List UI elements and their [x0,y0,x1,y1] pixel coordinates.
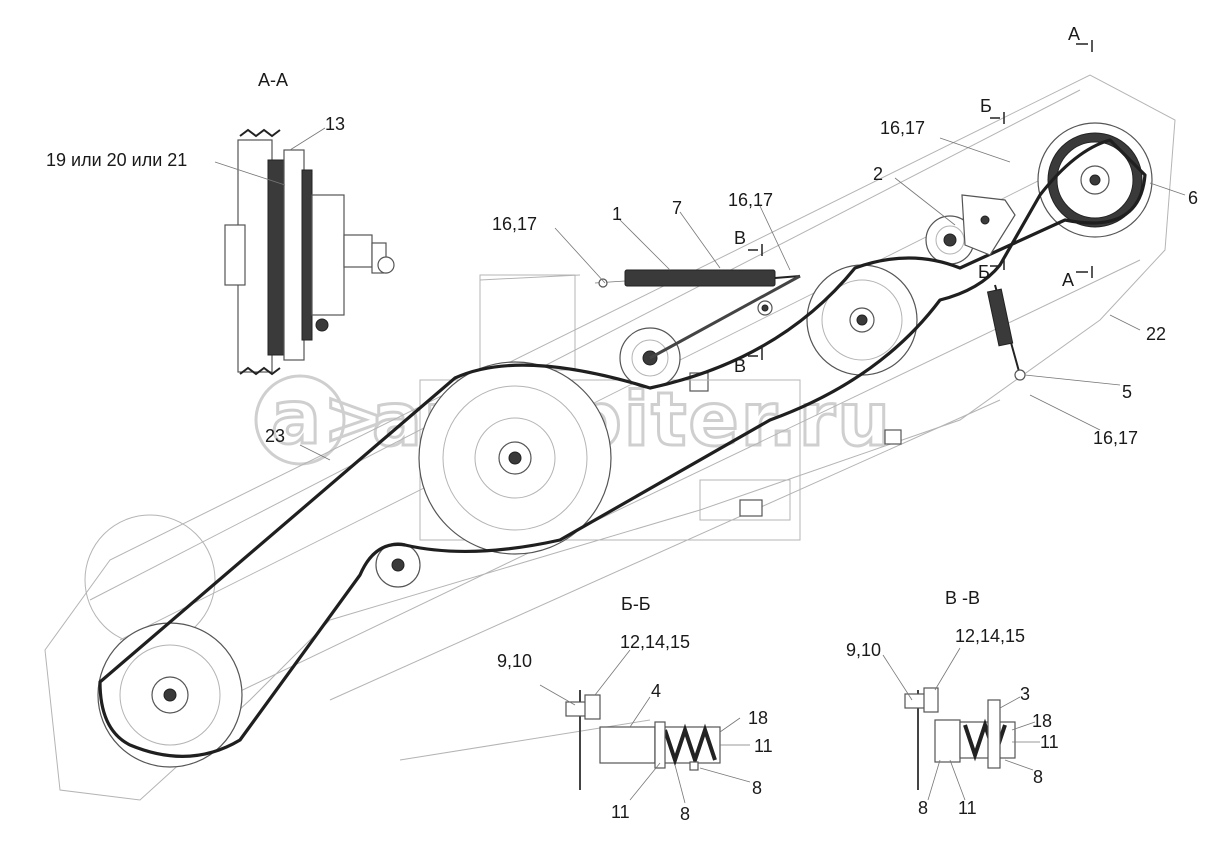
vv-callout-11-b: 11 [958,798,977,818]
callout-7: 7 [672,198,682,218]
tensioner-bracket [961,194,1016,256]
pulley-center-large [418,361,612,555]
leader-lines [214,127,1186,804]
bb-callout-18: 18 [748,708,768,728]
watermark-logo-glyph: a> [271,375,387,461]
section-title-aa: А-А [258,70,288,90]
pulley-top-right [1037,122,1153,238]
vv-callout-9-10: 9,10 [846,640,881,660]
drive-belt [98,138,1147,758]
callout-5: 5 [1122,382,1132,402]
section-aa-detail [224,128,395,376]
bb-callout-9-10: 9,10 [497,651,532,671]
pulley-middle [806,264,918,376]
bb-callout-12-14-15: 12,14,15 [620,632,690,652]
section-title-bb: Б-Б [621,594,651,614]
section-marker-a-top: А [1068,24,1080,44]
callout-2: 2 [873,164,883,184]
callout-22: 22 [1146,324,1166,344]
bb-callout-4: 4 [651,681,661,701]
vv-callout-11-a: 11 [1040,732,1059,752]
bb-callout-8-a: 8 [752,778,762,798]
callout-1: 1 [612,204,622,224]
section-bb-detail [565,690,721,790]
callout-16-17-a: 16,17 [492,214,537,234]
tension-spring-upper [594,269,801,288]
section-marker-a-mid: А [1062,270,1074,290]
section-title-vv: В -В [945,588,980,608]
tension-spring-right [986,284,1026,381]
section-marker-v-top: В [734,228,746,248]
section-marker-b-top: Б [980,96,992,116]
idler-pulley-lower [375,542,421,588]
vv-callout-8-b: 8 [918,798,928,818]
section-vv-detail [904,687,1016,790]
section-markers: А А Б Б В В [734,24,1093,376]
section-marker-v-bot: В [734,356,746,376]
vv-callout-18: 18 [1032,711,1052,731]
callout-19-20-21: 19 или 20 или 21 [46,150,187,170]
bb-callout-11-a: 11 [754,736,773,756]
pulley-large-bottom-left [84,514,243,768]
callout-23: 23 [265,426,285,446]
tension-arm [649,274,801,360]
vv-callout-12-14-15: 12,14,15 [955,626,1025,646]
callout-13: 13 [325,114,345,134]
vv-callout-3: 3 [1020,684,1030,704]
section-marker-b-mid: Б [978,262,990,282]
callout-16-17-b: 16,17 [728,190,773,210]
callout-16-17-c: 16,17 [880,118,925,138]
callout-6: 6 [1188,188,1198,208]
bb-callout-8-b: 8 [680,804,690,824]
callout-16-17-d: 16,17 [1093,428,1138,448]
vv-callout-8-a: 8 [1033,767,1043,787]
bb-callout-11-b: 11 [611,802,630,822]
